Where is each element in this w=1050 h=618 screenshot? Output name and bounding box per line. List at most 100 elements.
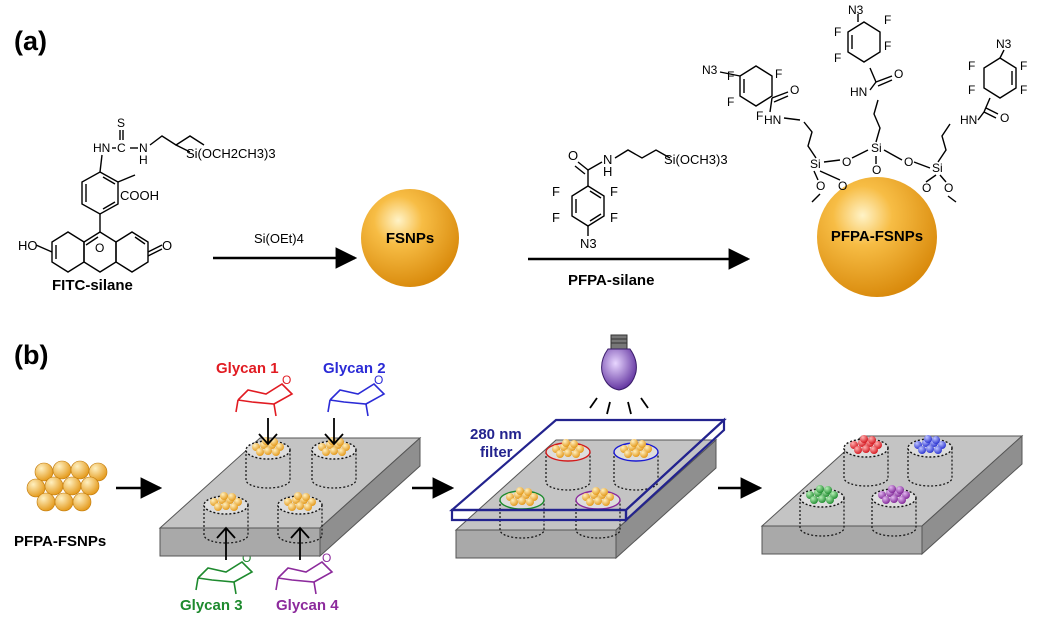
svg-text:HN: HN	[850, 85, 867, 99]
svg-text:O: O	[904, 155, 913, 169]
well-particle	[322, 448, 330, 456]
well-particle	[296, 502, 304, 510]
svg-text:O: O	[790, 83, 799, 97]
well-particle	[338, 448, 346, 456]
well-particle	[624, 450, 632, 458]
svg-text:N3: N3	[702, 63, 718, 77]
particles-label: PFPA-FSNPs	[14, 533, 106, 550]
glycan-bond	[275, 577, 279, 591]
well-wall	[277, 505, 323, 544]
pfpa-fsnp-sphere	[817, 177, 937, 297]
svg-text:F: F	[968, 59, 975, 73]
svg-text:F: F	[884, 13, 891, 27]
particle	[36, 492, 56, 512]
particle	[44, 476, 64, 496]
well-particle	[926, 445, 934, 453]
well-wall	[907, 448, 953, 487]
svg-text:O: O	[1000, 111, 1009, 125]
particle	[70, 460, 90, 480]
svg-text:F: F	[756, 109, 763, 123]
well-particle	[824, 486, 832, 494]
well-wall	[499, 500, 545, 539]
glycan-4-label: Glycan 4	[276, 597, 339, 614]
svg-text:F: F	[552, 210, 560, 225]
well-particle	[854, 446, 862, 454]
svg-text:O: O	[894, 67, 903, 81]
slab-front	[455, 529, 617, 559]
ring-oxygen: O	[282, 373, 291, 387]
well-particle	[934, 446, 942, 454]
well-particle	[222, 502, 230, 510]
particle	[54, 492, 74, 512]
svg-text:F: F	[968, 83, 975, 97]
well-particle	[572, 450, 580, 458]
filter-side	[624, 417, 726, 523]
glycan-3-label: Glycan 3	[180, 597, 243, 614]
ring-oxygen: O	[374, 373, 383, 387]
surface-silane-network: Si Si Si O O O O O O O HN O F F	[702, 3, 1027, 203]
svg-text:F: F	[727, 95, 734, 109]
well-particle	[524, 488, 532, 496]
svg-text:F: F	[884, 39, 891, 53]
arrow1-reagent-label: Si(OEt)4	[254, 231, 304, 246]
svg-text:F: F	[834, 25, 841, 39]
svg-text:F: F	[610, 184, 618, 199]
glycan-ring	[329, 382, 386, 405]
svg-text:HN: HN	[764, 113, 781, 127]
well-wall	[871, 498, 917, 537]
well-particle	[640, 450, 648, 458]
well-particle	[602, 498, 610, 506]
well-particle	[294, 492, 302, 500]
well-particle	[630, 439, 638, 447]
glycan-bond	[273, 403, 277, 417]
svg-text:C: C	[117, 141, 126, 155]
well-particle	[570, 440, 578, 448]
well-wall	[843, 448, 889, 487]
well-particle	[592, 487, 600, 495]
well-particle	[214, 503, 222, 511]
well-wall	[311, 450, 357, 489]
svg-text:O: O	[162, 238, 172, 253]
glycan-ring	[277, 560, 334, 583]
well-particle	[632, 449, 640, 457]
arrowhead	[258, 433, 278, 446]
well-wall	[245, 450, 291, 489]
well-particle	[230, 503, 238, 511]
well-particle	[264, 447, 272, 455]
slab-side	[921, 434, 1023, 556]
particle	[62, 476, 82, 496]
well-particle	[862, 445, 870, 453]
svg-text:Si: Si	[932, 161, 943, 175]
svg-text:O: O	[872, 163, 881, 177]
glycan-bond	[235, 399, 239, 413]
well-particle	[288, 503, 296, 511]
svg-text:Si(OCH2CH3)3: Si(OCH2CH3)3	[186, 146, 276, 161]
glycan-ring	[237, 382, 294, 405]
arrowhead	[290, 526, 310, 539]
svg-text:F: F	[775, 67, 782, 81]
well-particle	[586, 498, 594, 506]
well-particle	[562, 439, 570, 447]
glycan-bond	[327, 399, 331, 413]
well-particle	[516, 487, 524, 495]
well-particle	[818, 495, 826, 503]
svg-text:H: H	[603, 164, 612, 179]
well-wall	[799, 498, 845, 537]
filter-label-line2: filter	[480, 444, 513, 461]
panel-b-label: (b)	[14, 340, 48, 370]
well-particle	[826, 496, 834, 504]
svg-text:S: S	[117, 116, 125, 130]
fitc-silane-structure: S C HN N H Si(OCH2CH3)3 COOH O HO O	[18, 116, 276, 273]
well-particle	[564, 449, 572, 457]
slab-side	[319, 436, 421, 558]
fitc-silane-label: FITC-silane	[52, 277, 133, 294]
well-particle	[898, 496, 906, 504]
well-particle	[932, 436, 940, 444]
svg-text:Si: Si	[871, 141, 882, 155]
filter-label-line1: 280 nm	[470, 426, 522, 443]
substrate-slab-1	[158, 418, 422, 560]
svg-text:F: F	[1020, 59, 1027, 73]
svg-text:F: F	[727, 69, 734, 83]
svg-text:HN: HN	[960, 113, 977, 127]
